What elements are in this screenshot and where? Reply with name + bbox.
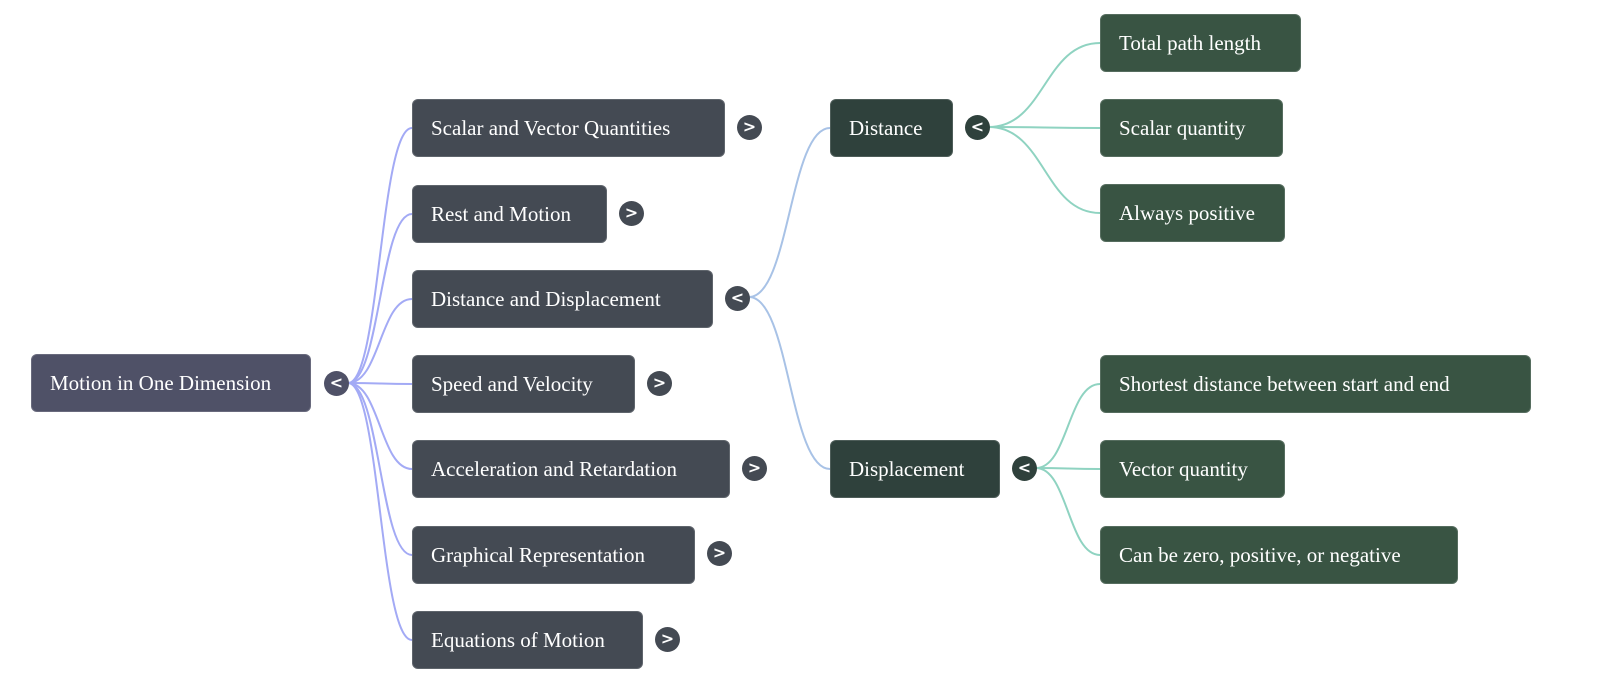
edge-distance-to-leaf-0 bbox=[988, 42, 1101, 128]
leaf-node-can-be-zero[interactable]: Can be zero, positive, or negative bbox=[1100, 526, 1458, 584]
root-node-label: Motion in One Dimension bbox=[50, 371, 272, 395]
leaf-label: Can be zero, positive, or negative bbox=[1119, 543, 1401, 567]
edge-displacement-to-leaf-2 bbox=[1035, 467, 1101, 556]
expand-toggle-speed-velocity[interactable]: > bbox=[647, 371, 672, 396]
root-node[interactable]: Motion in One Dimension bbox=[31, 354, 311, 412]
edge-root-to-branch-0 bbox=[347, 127, 413, 384]
leaf-label: Scalar quantity bbox=[1119, 116, 1246, 140]
subbranch-label: Displacement bbox=[849, 457, 965, 481]
leaf-node-vector-quantity[interactable]: Vector quantity bbox=[1100, 440, 1285, 498]
leaf-node-always-positive[interactable]: Always positive bbox=[1100, 184, 1285, 242]
branch-node-scalar-vector[interactable]: Scalar and Vector Quantities bbox=[412, 99, 725, 157]
branch-label: Scalar and Vector Quantities bbox=[431, 116, 671, 140]
branch-label: Rest and Motion bbox=[431, 202, 571, 226]
branch-node-equations-motion[interactable]: Equations of Motion bbox=[412, 611, 643, 669]
subbranch-node-displacement[interactable]: Displacement bbox=[830, 440, 1000, 498]
edge-root-to-branch-6 bbox=[347, 382, 413, 641]
branch-node-speed-velocity[interactable]: Speed and Velocity bbox=[412, 355, 635, 413]
branch-label: Graphical Representation bbox=[431, 543, 645, 567]
edge-distance-to-leaf-1 bbox=[988, 126, 1101, 129]
branch-label: Acceleration and Retardation bbox=[431, 457, 678, 481]
edge-root-to-branch-1 bbox=[347, 213, 413, 384]
edge-to-distance bbox=[748, 127, 831, 298]
branch-node-distance-displacement[interactable]: Distance and Displacement bbox=[412, 270, 713, 328]
leaf-label: Always positive bbox=[1119, 201, 1255, 225]
edge-root-to-branch-3 bbox=[347, 382, 413, 385]
expand-toggle-acceleration-retardation[interactable]: > bbox=[742, 456, 767, 481]
collapse-toggle-displacement[interactable]: < bbox=[1012, 456, 1037, 481]
leaf-node-total-path-length[interactable]: Total path length bbox=[1100, 14, 1301, 72]
leaf-node-scalar-quantity[interactable]: Scalar quantity bbox=[1100, 99, 1283, 157]
branch-label: Equations of Motion bbox=[431, 628, 605, 652]
branch-node-rest-motion[interactable]: Rest and Motion bbox=[412, 185, 607, 243]
branch-label: Distance and Displacement bbox=[431, 287, 661, 311]
leaf-label: Shortest distance between start and end bbox=[1119, 372, 1450, 396]
edge-to-displacement bbox=[748, 296, 831, 470]
edge-root-to-branch-2 bbox=[347, 298, 413, 384]
branch-label: Speed and Velocity bbox=[431, 372, 593, 396]
branch-node-acceleration-retardation[interactable]: Acceleration and Retardation bbox=[412, 440, 730, 498]
edge-displacement-to-leaf-1 bbox=[1035, 467, 1101, 470]
expand-toggle-scalar-vector[interactable]: > bbox=[737, 115, 762, 140]
expand-toggle-equations-motion[interactable]: > bbox=[655, 627, 680, 652]
leaf-label: Vector quantity bbox=[1119, 457, 1248, 481]
edge-distance-to-leaf-2 bbox=[988, 126, 1101, 214]
edge-root-to-branch-4 bbox=[347, 382, 413, 470]
leaf-node-shortest-distance[interactable]: Shortest distance between start and end bbox=[1100, 355, 1531, 413]
subbranch-node-distance[interactable]: Distance bbox=[830, 99, 953, 157]
collapse-toggle-distance[interactable]: < bbox=[965, 115, 990, 140]
collapse-toggle-distance-displacement[interactable]: < bbox=[725, 286, 750, 311]
expand-toggle-graphical-representation[interactable]: > bbox=[707, 541, 732, 566]
root-collapse-toggle[interactable]: < bbox=[324, 371, 349, 396]
subbranch-label: Distance bbox=[849, 116, 923, 140]
edge-root-to-branch-5 bbox=[347, 382, 413, 556]
expand-toggle-rest-motion[interactable]: > bbox=[619, 201, 644, 226]
leaf-label: Total path length bbox=[1119, 31, 1261, 55]
branch-node-graphical-representation[interactable]: Graphical Representation bbox=[412, 526, 695, 584]
edge-displacement-to-leaf-0 bbox=[1035, 383, 1101, 469]
